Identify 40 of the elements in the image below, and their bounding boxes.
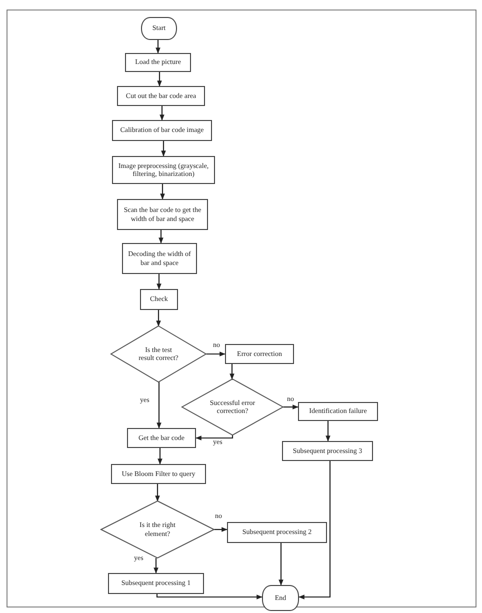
arrow xyxy=(161,141,166,157)
arrow xyxy=(158,448,162,465)
terminal-shape xyxy=(262,585,299,611)
decision-diamond xyxy=(182,379,283,435)
arrow xyxy=(157,72,162,87)
process-box xyxy=(140,289,178,310)
process-box xyxy=(117,86,205,106)
process-box xyxy=(112,120,212,141)
arrow xyxy=(154,558,158,574)
arrow xyxy=(158,230,164,244)
terminal-shape xyxy=(141,17,177,40)
arrow xyxy=(206,352,226,356)
process-box xyxy=(112,156,215,184)
process-box xyxy=(282,441,373,461)
decision-diamond xyxy=(101,501,214,558)
arrow xyxy=(156,382,162,429)
process-box xyxy=(111,464,206,484)
arrow xyxy=(214,527,228,532)
arrow xyxy=(160,184,165,200)
arrow xyxy=(278,543,284,586)
process-box xyxy=(227,522,327,543)
process-box xyxy=(108,573,204,594)
arrow xyxy=(156,594,263,600)
decision-diamond xyxy=(111,326,206,382)
arrow xyxy=(298,461,331,600)
process-box xyxy=(117,199,208,230)
process-box xyxy=(225,344,294,364)
process-box xyxy=(122,243,197,274)
process-box xyxy=(127,428,196,448)
arrow xyxy=(156,310,161,327)
arrow xyxy=(156,274,162,290)
arrow xyxy=(156,40,160,54)
process-box xyxy=(298,402,378,421)
arrow xyxy=(326,421,330,442)
arrow xyxy=(155,484,160,502)
arrow xyxy=(230,364,234,380)
arrow xyxy=(195,435,234,440)
process-box xyxy=(125,53,191,72)
arrow xyxy=(160,106,164,121)
arrow xyxy=(283,404,299,410)
